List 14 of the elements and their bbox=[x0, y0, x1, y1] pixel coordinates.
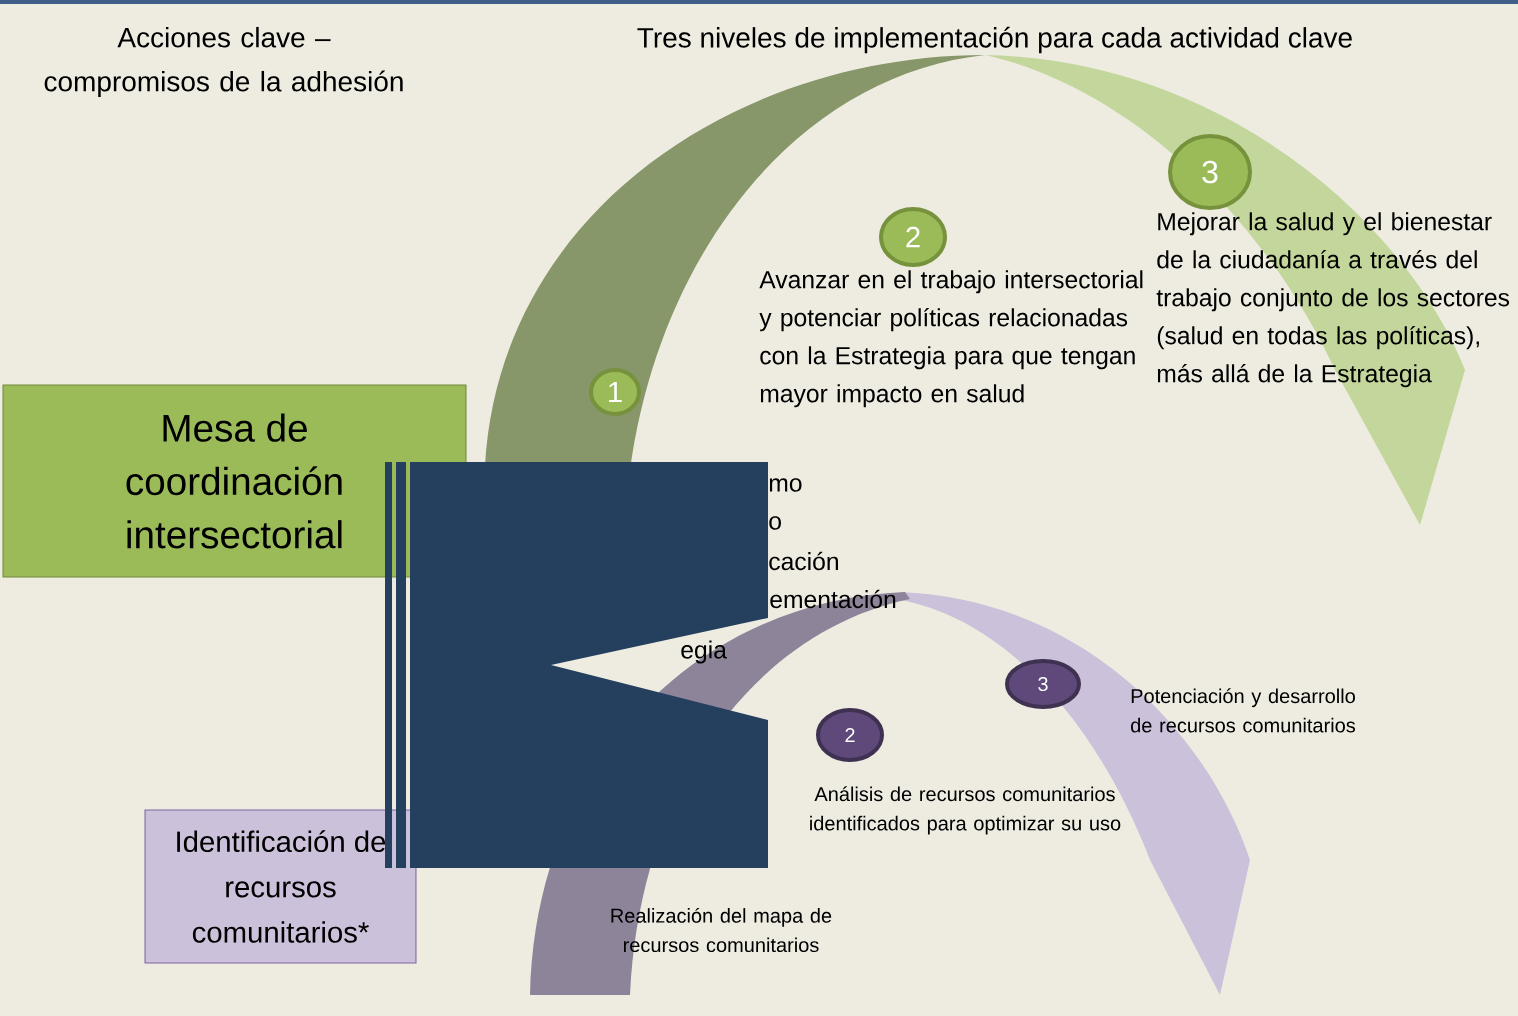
step-description: Potenciación y desarrollo de recursos comunitarios bbox=[1131, 688, 1356, 733]
text-label: Realización del mapa de recursos comunitarios bbox=[611, 907, 832, 953]
text-box: Identificación de recursos comunitarios* bbox=[144, 809, 417, 964]
text-label: mo bbox=[769, 478, 802, 492]
text-box: Mesa de coordinación intersectorial bbox=[2, 384, 467, 578]
text-label: Acciones clave – compromisos de la adhesión bbox=[44, 26, 403, 98]
text-label: ementación bbox=[770, 589, 896, 609]
heading: Tres niveles de implementación para cada actividad clave bbox=[637, 26, 1352, 54]
step-description: Avanzar en el trabajo intersectorial y potenciar políticas relacionadas con la Estrategia para que tengan mayor impacto en salud bbox=[759, 270, 1143, 408]
step-description: Mejorar la salud y el bienestar de la ciudadanía a través del trabajo conjunto de los sectores (salud en todas las políticas), más allá de la Estrategia bbox=[1156, 212, 1510, 388]
text-label: egia bbox=[681, 640, 727, 664]
step-description: Análisis de recursos comunitarios identificados para optimizar su uso bbox=[810, 786, 1121, 835]
text-label: o bbox=[769, 516, 781, 530]
text-label: cación bbox=[769, 551, 838, 571]
